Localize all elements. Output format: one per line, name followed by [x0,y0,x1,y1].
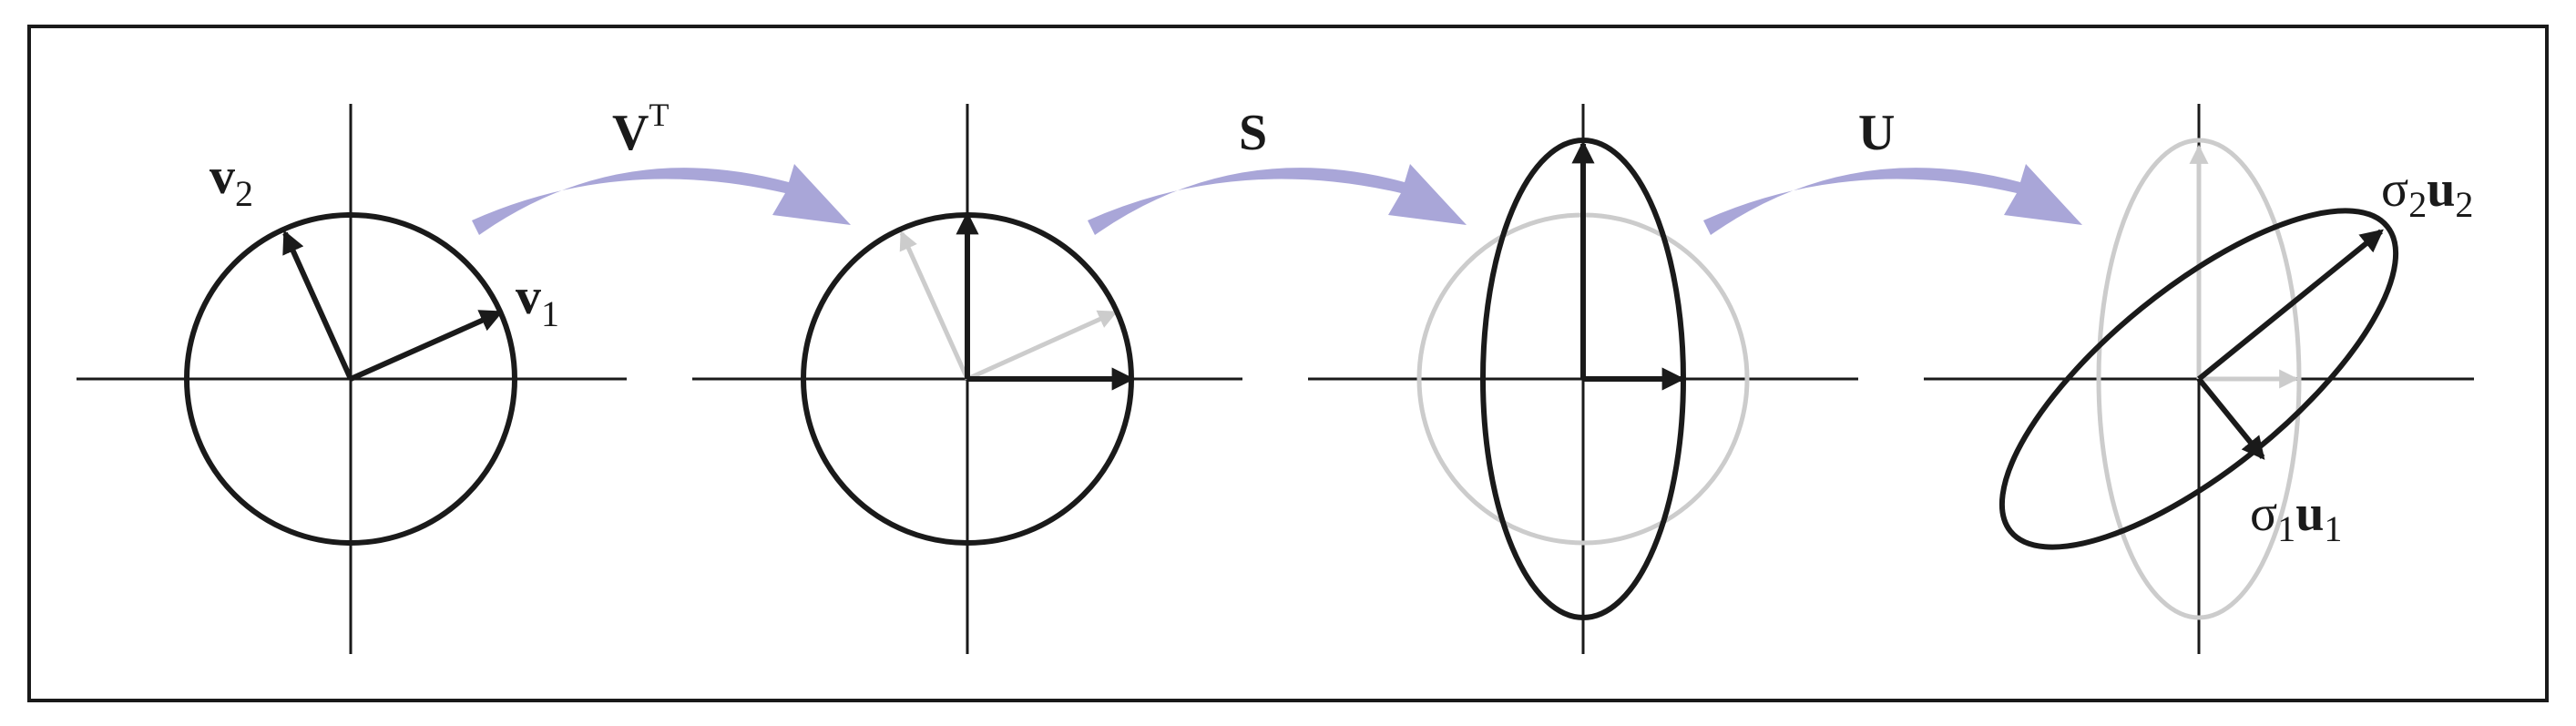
unit-circle [184,212,517,546]
label-sigma2-u2: σ2u2 [2381,161,2473,225]
label-u1-sub: 1 [2324,508,2342,549]
ghost-vector-v1 [966,310,1118,382]
label-sigma1-main: σ [2250,486,2277,542]
label-s: S [1239,105,1267,161]
label-u1-main: u [2295,486,2324,542]
label-v1-sub: 1 [541,293,559,334]
label-u2-sub: 2 [2455,184,2473,225]
label-sigma2-main: σ [2381,161,2408,218]
label-v2-sub: 2 [235,173,253,214]
transform-arrow-1-body [472,164,851,235]
label-v1-main: v [516,269,541,325]
label-v2-main: v [210,148,235,205]
transform-arrow-1: VT [472,97,851,235]
transform-arrow-2: S [1088,105,1467,235]
label-sigma2-sub: 2 [2408,184,2427,225]
vector-sigma1-u1 [2196,377,2265,460]
panel-3 [1308,104,1858,654]
transform-arrow-2-body [1088,164,1467,235]
label-u2-main: u [2427,161,2455,218]
label-vt-sup: T [649,97,669,133]
ghost-ellipse [2096,138,2302,620]
figure-frame [27,25,2549,702]
transform-arrow-3: U [1703,105,2082,235]
label-vt-main: V [612,105,649,161]
label-sigma1-u1: σ1u1 [2250,486,2342,549]
label-vt: VT [612,97,669,161]
ghost-vector-v2 [899,230,970,381]
transform-arrow-3-body [1703,164,2082,235]
label-sigma1-sub: 1 [2277,508,2295,549]
vector-sigma2-u2 [2197,229,2384,382]
panel-1: v2 v1 [77,104,627,654]
panel-4: σ2u2 σ1u1 [1924,104,2474,654]
panel-2 [692,104,1242,654]
label-v1: v1 [516,269,559,334]
label-v2: v2 [210,148,253,214]
label-u: U [1858,105,1895,161]
vector-v1 [349,310,504,382]
vector-v2 [282,230,353,381]
